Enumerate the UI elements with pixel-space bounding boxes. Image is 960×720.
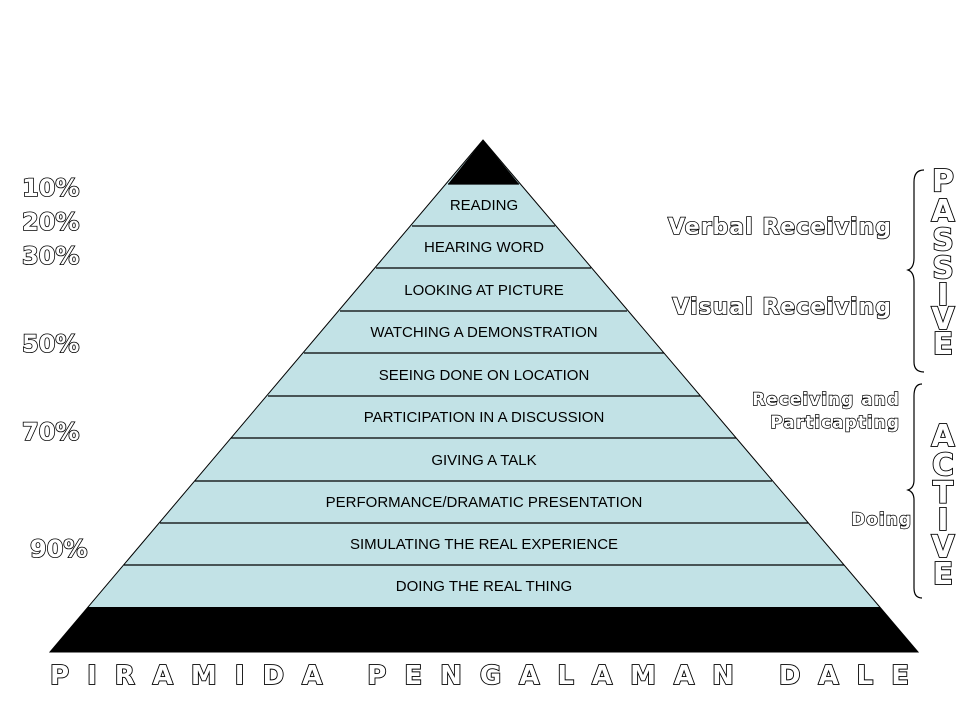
active-letter: E [933, 557, 954, 592]
level-label: LOOKING AT PICTURE [404, 282, 563, 299]
category-label-verbal: Verbal Receiving [668, 215, 892, 240]
percentage-label: 70% [22, 418, 79, 446]
percentage-label: 90% [30, 535, 87, 563]
brackets [906, 169, 925, 599]
percentage-label: 10% [22, 174, 79, 202]
pyramid-base [50, 607, 918, 652]
active-label: A C T I V E [930, 418, 956, 593]
active-letter: I [937, 503, 948, 538]
percentage-label: 20% [22, 208, 79, 236]
passive-letter: V [931, 302, 955, 337]
pyramid-apex [448, 140, 519, 184]
category-label-receiving: Receiving and [752, 390, 900, 410]
category-label-participating: Particapting [770, 413, 900, 433]
level-label: PERFORMANCE/DRAMATIC PRESENTATION [326, 494, 643, 511]
level-label: WATCHING A DEMONSTRATION [370, 324, 597, 341]
passive-letter: E [933, 327, 954, 362]
active-letter: T [933, 476, 954, 511]
active-letter: C [932, 448, 954, 483]
level-label: SEEING DONE ON LOCATION [379, 367, 590, 384]
passive-letter: A [931, 194, 955, 229]
active-letter: A [931, 419, 955, 454]
percentage-labels: 10% 20% 30% 50% 70% 90% [21, 173, 88, 564]
pyramid-outline [48, 139, 920, 653]
category-labels: Verbal Receiving Visual Receiving Receiv… [667, 214, 912, 531]
level-label: DOING THE REAL THING [396, 578, 572, 595]
passive-letter: I [937, 278, 948, 313]
level-labels: READING HEARING WORD LOOKING AT PICTURE … [326, 197, 643, 595]
level-label: HEARING WORD [424, 239, 544, 256]
level-label: READING [450, 197, 518, 214]
percentage-label: 50% [22, 330, 79, 358]
category-label-doing: Doing [851, 510, 912, 530]
percentage-label: 30% [22, 242, 79, 270]
bracket-passive-upper [906, 169, 925, 373]
passive-letter: S [932, 223, 954, 258]
level-label: GIVING A TALK [431, 452, 536, 469]
level-label: PARTICIPATION IN A DISCUSSION [364, 409, 605, 426]
passive-label: P A S S I V E [930, 163, 956, 363]
category-label-visual: Visual Receiving [672, 295, 892, 320]
passive-letter: P [932, 164, 954, 199]
bracket-active [906, 383, 923, 599]
level-label: SIMULATING THE REAL EXPERIENCE [350, 536, 618, 553]
active-letter: V [931, 530, 955, 565]
band-separators [124, 183, 844, 566]
diagram-title: PIRAMIDA PENGALAMAN DALE [50, 661, 918, 691]
passive-letter: S [932, 251, 954, 286]
